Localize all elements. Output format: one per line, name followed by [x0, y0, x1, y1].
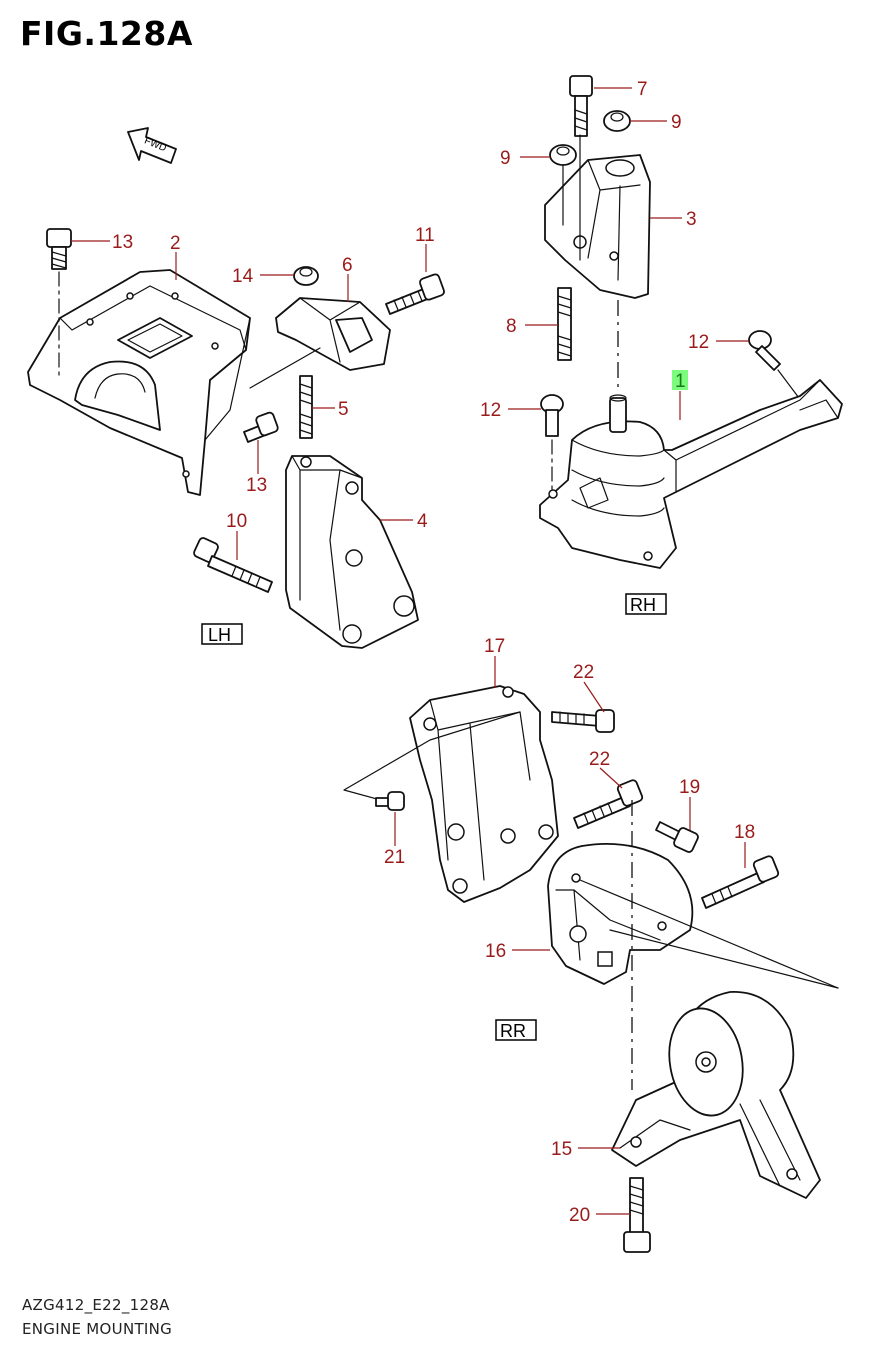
callout-16: 16	[485, 941, 506, 962]
svg-text:RH: RH	[630, 595, 656, 615]
callout-7: 7	[637, 79, 648, 100]
figure-name: ENGINE MOUNTING	[22, 1320, 173, 1338]
part-17-rr-bracket[interactable]	[343, 685, 559, 903]
callout-9-right: 9	[671, 112, 682, 133]
callout-8: 8	[506, 316, 517, 337]
callout-2: 2	[170, 233, 181, 254]
part-3-upper-bracket[interactable]	[544, 134, 651, 299]
part-4-mount-bracket[interactable]	[285, 455, 419, 649]
part-1-rh-engine-mount[interactable]	[539, 379, 843, 569]
part-18-bolt[interactable]	[701, 855, 780, 909]
callout-15: 15	[551, 1139, 572, 1160]
part-11-bolt[interactable]	[385, 273, 445, 315]
callout-19: 19	[679, 777, 700, 798]
callout-9-left: 9	[500, 148, 511, 169]
fwd-arrow-icon: FWD	[127, 127, 177, 164]
callout-13-upper: 13	[112, 232, 133, 253]
part-2-lh-bracket[interactable]	[27, 269, 251, 496]
part-22-bolt-lower[interactable]	[573, 779, 644, 829]
callout-1-highlight	[672, 370, 688, 390]
svg-text:RR: RR	[500, 1021, 526, 1041]
callout-21: 21	[384, 847, 405, 868]
part-9-nut-left[interactable]	[549, 144, 577, 166]
figure-code: AZG412_E22_128A	[22, 1296, 170, 1314]
callout-5: 5	[338, 399, 349, 420]
callout-3: 3	[686, 209, 697, 230]
part-8-stud[interactable]	[557, 287, 572, 361]
callout-13-lower: 13	[246, 475, 267, 496]
callout-1: 1	[675, 371, 686, 392]
callout-20: 20	[569, 1205, 590, 1226]
side-label-lh: LH	[201, 623, 243, 645]
part-9-nut-right[interactable]	[603, 110, 631, 132]
part-19-bolt[interactable]	[655, 821, 699, 853]
callout-4: 4	[417, 511, 428, 532]
part-13-bolt-lower[interactable]	[243, 411, 279, 443]
part-21-bolt[interactable]	[375, 791, 405, 811]
part-14-nut[interactable]	[293, 266, 319, 286]
part-6-bracket[interactable]	[249, 297, 391, 389]
part-7-bolt[interactable]	[569, 75, 593, 137]
callout-6: 6	[342, 255, 353, 276]
callout-10: 10	[226, 511, 247, 532]
callout-14: 14	[232, 266, 254, 287]
callout-22-lower: 22	[589, 749, 610, 770]
part-22-bolt-upper[interactable]	[551, 709, 615, 733]
callout-17: 17	[484, 636, 505, 657]
svg-text:LH: LH	[208, 625, 231, 645]
part-10-bolt[interactable]	[193, 537, 273, 593]
leader-lines	[71, 87, 749, 1215]
callout-22-upper: 22	[573, 662, 594, 683]
part-20-bolt[interactable]	[623, 1177, 651, 1253]
part-15-rr-mount[interactable]	[611, 991, 821, 1199]
part-13-bolt-upper[interactable]	[46, 228, 72, 381]
callout-12-right: 12	[688, 332, 709, 353]
side-label-rr: RR	[495, 1019, 537, 1041]
callout-labels: 7 9 9 3 8 12 1 12 13 2 14 6 11 5 13 10 4…	[112, 79, 755, 1226]
side-label-rh: RH	[625, 593, 667, 615]
part-16-rr-bracket[interactable]	[547, 843, 839, 989]
part-12-bolt-left[interactable]	[540, 394, 564, 497]
callout-11: 11	[415, 225, 435, 246]
callout-18: 18	[734, 822, 755, 843]
callout-12-left: 12	[480, 400, 501, 421]
figure-title: FIG.128A	[20, 14, 193, 53]
part-5-stud[interactable]	[299, 375, 313, 439]
